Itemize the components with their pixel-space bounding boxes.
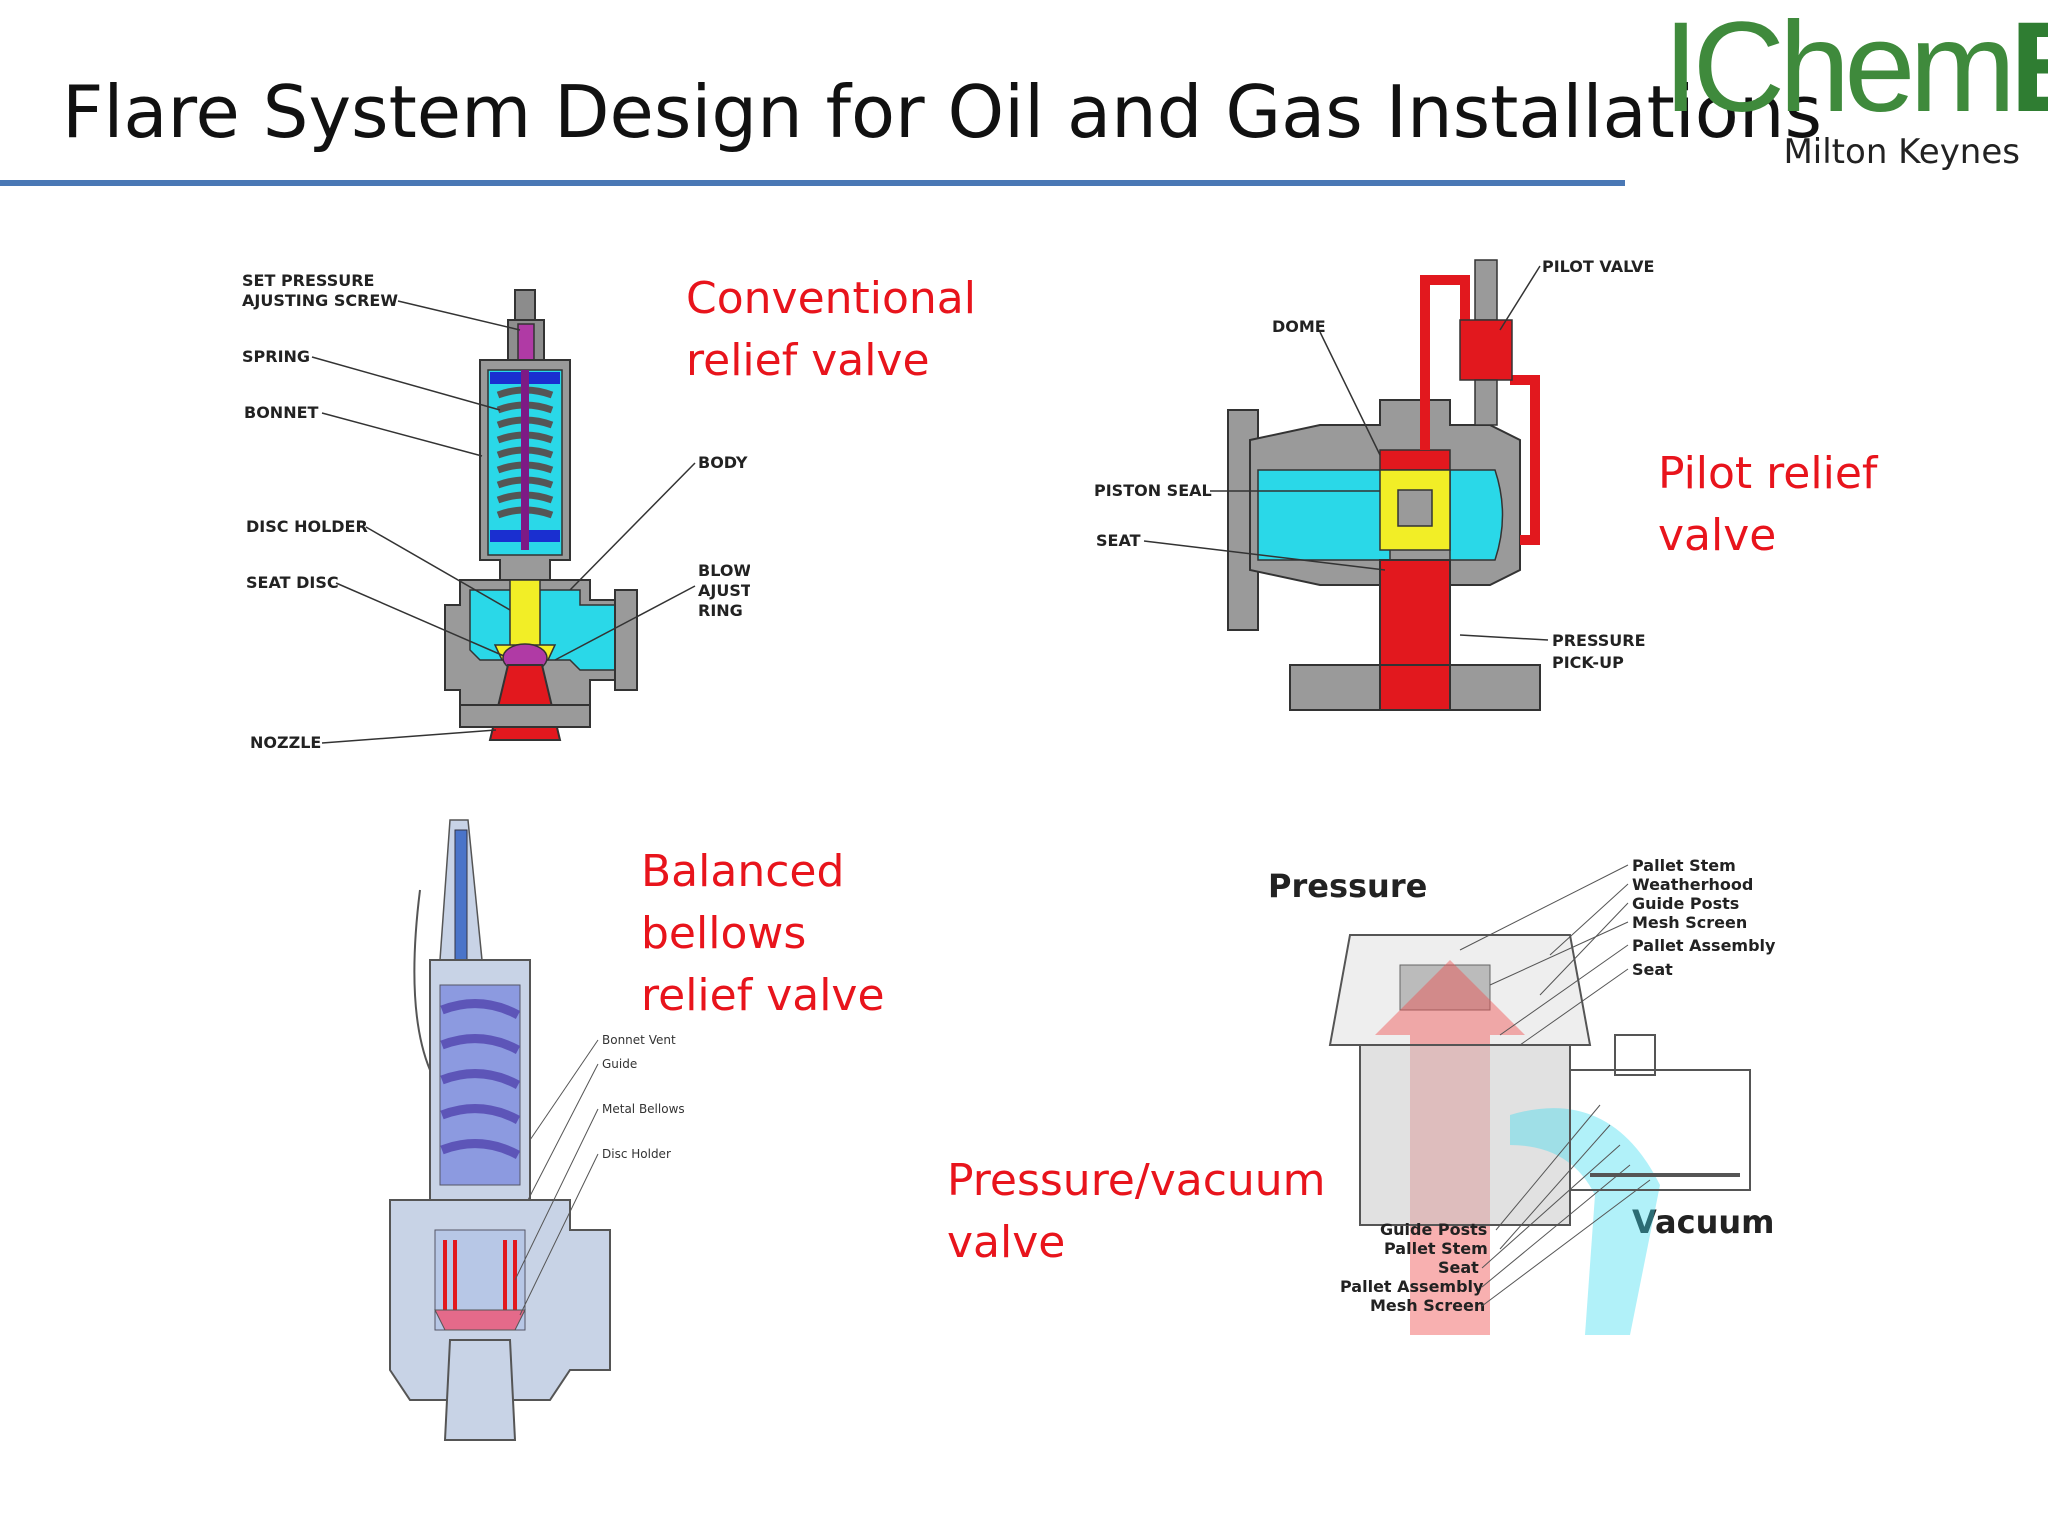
svg-text:DISC HOLDER: DISC HOLDER [246, 517, 368, 536]
svg-text:SET PRESSURE: SET PRESSURE [242, 271, 374, 290]
logo-subtitle: Milton Keynes [1783, 132, 2020, 172]
svg-text:Pallet Stem: Pallet Stem [1632, 856, 1736, 875]
svg-text:Guide: Guide [602, 1057, 637, 1071]
svg-text:BONNET: BONNET [244, 403, 319, 422]
svg-text:Guide Posts: Guide Posts [1380, 1220, 1487, 1239]
pilot-valve-label: Pilot relief valve [1658, 448, 1878, 561]
svg-text:PRESSURE: PRESSURE [1552, 631, 1646, 650]
svg-text:Metal Bellows: Metal Bellows [602, 1102, 685, 1116]
conventional-valve-label: Conventional relief valve [686, 273, 976, 386]
svg-text:PILOT VALVE: PILOT VALVE [1542, 257, 1654, 276]
svg-text:SEAT DISC: SEAT DISC [246, 573, 339, 592]
bellows-valve-diagram: Bonnet Vent Guide Metal Bellows Disc Hol… [350, 810, 690, 1450]
svg-text:NOZZLE: NOZZLE [250, 733, 321, 752]
svg-text:DOME: DOME [1272, 317, 1326, 336]
svg-text:Disc Holder: Disc Holder [602, 1147, 671, 1161]
svg-text:Pallet Stem: Pallet Stem [1384, 1239, 1488, 1258]
svg-text:BLOWDOWN: BLOWDOWN [698, 561, 750, 580]
svg-text:Guide Posts: Guide Posts [1632, 894, 1739, 913]
svg-text:AJUSTMENT: AJUSTMENT [698, 581, 750, 600]
svg-text:Weatherhood: Weatherhood [1632, 875, 1753, 894]
slide-title: Flare System Design for Oil and Gas Inst… [62, 70, 1822, 154]
svg-text:Seat: Seat [1632, 960, 1673, 979]
svg-text:AJUSTING SCREW: AJUSTING SCREW [242, 291, 398, 310]
svg-text:Pressure: Pressure [1268, 867, 1427, 905]
svg-text:Vacuum: Vacuum [1632, 1203, 1774, 1241]
bellows-valve-label: Balanced bellows relief valve [641, 846, 885, 1021]
svg-text:Pallet Assembly: Pallet Assembly [1632, 936, 1776, 955]
title-divider [0, 180, 1625, 186]
pv-valve-diagram: Pressure Vacuum Pallet Stem Weatherhood … [1260, 845, 1820, 1345]
svg-text:Mesh Screen: Mesh Screen [1632, 913, 1747, 932]
conventional-valve-diagram: SET PRESSURE AJUSTING SCREW SPRING BONNE… [230, 260, 750, 780]
svg-text:Pallet Assembly: Pallet Assembly [1340, 1277, 1484, 1296]
svg-text:Bonnet Vent: Bonnet Vent [602, 1033, 676, 1047]
svg-text:Mesh Screen: Mesh Screen [1370, 1296, 1485, 1315]
svg-text:SPRING: SPRING [242, 347, 310, 366]
logo-wordmark: IChemE [1663, 0, 2048, 139]
svg-text:SEAT: SEAT [1096, 531, 1141, 550]
svg-text:PISTON SEAL: PISTON SEAL [1094, 481, 1212, 500]
svg-text:BODY: BODY [698, 453, 748, 472]
svg-text:Seat: Seat [1438, 1258, 1479, 1277]
pv-valve-label: Pressure/vacuum valve [947, 1155, 1326, 1268]
svg-text:RING: RING [698, 601, 743, 620]
pilot-valve-diagram: PILOT VALVE DOME PISTON SEAL SEAT PRESSU… [1080, 240, 1680, 730]
icheme-logo: IChemE Milton Keynes [1655, 0, 2048, 200]
svg-text:PICK-UP: PICK-UP [1552, 653, 1624, 672]
